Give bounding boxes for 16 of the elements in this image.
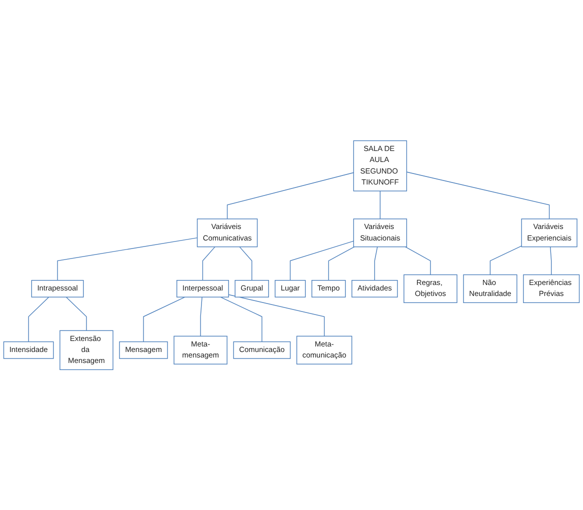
connector <box>228 294 325 336</box>
connector <box>202 246 216 280</box>
connector <box>66 296 87 331</box>
connector <box>239 246 252 280</box>
connector <box>226 172 354 220</box>
connector <box>28 296 50 342</box>
connector <box>550 246 552 275</box>
connector <box>404 246 431 275</box>
connector <box>290 240 354 280</box>
connector <box>374 246 378 280</box>
connector <box>57 237 198 280</box>
connector <box>143 296 186 342</box>
connector <box>220 296 262 342</box>
connector <box>406 171 550 220</box>
connector <box>200 296 202 336</box>
connector <box>490 245 522 275</box>
